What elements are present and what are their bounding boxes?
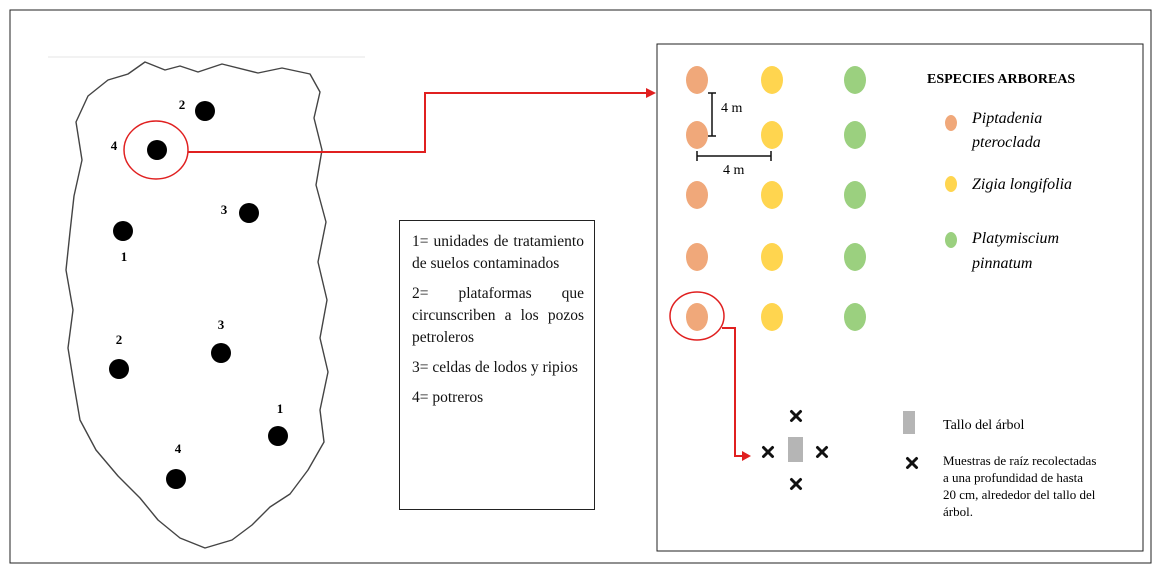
outer-frame: [9, 9, 1152, 564]
tree-3-3: [844, 181, 866, 209]
legend-item-4: 4= potreros: [412, 389, 484, 406]
tree-2-1: [761, 66, 783, 94]
map-point-label-p4a: 4: [111, 138, 118, 153]
species-swatch-1: [945, 115, 957, 131]
species-swatch-3: [945, 232, 957, 248]
map-to-plot-connector: [188, 92, 650, 153]
map-point-p2b: [109, 359, 129, 379]
tree-1-5: [686, 303, 708, 331]
tree-1-3: [686, 181, 708, 209]
map-point-label-p1b: 1: [277, 401, 284, 416]
map-point-label-p3a: 3: [221, 202, 228, 217]
sample-mark-2: [762, 446, 774, 458]
map-point-p1b: [268, 426, 288, 446]
map-highlight-circle: [123, 120, 189, 180]
sample-legend-x: [906, 457, 918, 469]
stem-legend-label: Tallo del árbol: [943, 418, 1025, 433]
species-name-1: Piptadenia: [971, 110, 1042, 127]
tree-2-5: [761, 303, 783, 331]
site-outline: [65, 61, 329, 549]
map-legend: 1= unidades de tratamiento de suelos con…: [399, 220, 595, 510]
horizontal-spacing-label: 4 m: [723, 163, 745, 178]
sample-mark-1: [790, 410, 802, 422]
sample-marks: [762, 410, 828, 490]
samples-legend-label: Muestras de raíz recolectadas a una prof…: [943, 453, 1100, 519]
map-point-p4a: [147, 140, 167, 160]
map-point-label-p4b: 4: [175, 441, 182, 456]
tree-highlight-circle: [669, 291, 725, 341]
tree-to-detail-connector: [722, 327, 744, 457]
map-point-label-p2b: 2: [116, 332, 123, 347]
species-name-3: Platymiscium: [971, 230, 1059, 247]
plot-frame: [656, 43, 1144, 552]
map-point-p3b: [211, 343, 231, 363]
map-point-p4b: [166, 469, 186, 489]
tree-stem-detail: [788, 437, 803, 462]
map-point-p2a: [195, 101, 215, 121]
sample-mark-4: [790, 478, 802, 490]
map-point-p1a: [113, 221, 133, 241]
tree-3-4: [844, 243, 866, 271]
legend-item-2: 2= plataformas que circunscriben a los p…: [412, 285, 584, 346]
vertical-spacing-label: 4 m: [721, 101, 743, 116]
legend-item-1: 1= unidades de tratamiento de suelos con…: [412, 233, 584, 272]
tree-2-3: [761, 181, 783, 209]
species-legend-title: ESPECIES ARBOREAS: [927, 72, 1075, 87]
tree-1-4: [686, 243, 708, 271]
tree-3-1: [844, 66, 866, 94]
tree-2-2: [761, 121, 783, 149]
tree-2-4: [761, 243, 783, 271]
horizontal-spacing-indicator: [696, 151, 772, 161]
legend-item-3: 3= celdas de lodos y ripios: [412, 359, 578, 376]
map-point-p3a: [239, 203, 259, 223]
tree-1-1: [686, 66, 708, 94]
species-swatch-2: [945, 176, 957, 192]
species-name-2: Zigia longifolia: [972, 176, 1072, 193]
map-point-label-p1a: 1: [121, 249, 128, 264]
vertical-spacing-indicator: [708, 92, 716, 137]
species-name-1-line2: pteroclada: [971, 134, 1041, 151]
species-name-3-line2: pinnatum: [971, 255, 1032, 272]
tree-3-5: [844, 303, 866, 331]
tree-3-2: [844, 121, 866, 149]
map-points: 4 2 3 1 2 3 1 4: [109, 97, 288, 489]
tree-1-2: [686, 121, 708, 149]
map-point-label-p3b: 3: [218, 317, 225, 332]
detail-arrowhead: [742, 451, 751, 461]
tree-grid: [686, 66, 866, 331]
sample-legend-mark: [906, 457, 918, 469]
connector-arrowhead: [646, 88, 656, 98]
map-point-label-p2a: 2: [179, 97, 186, 112]
sample-mark-3: [816, 446, 828, 458]
stem-legend-swatch: [903, 411, 915, 434]
